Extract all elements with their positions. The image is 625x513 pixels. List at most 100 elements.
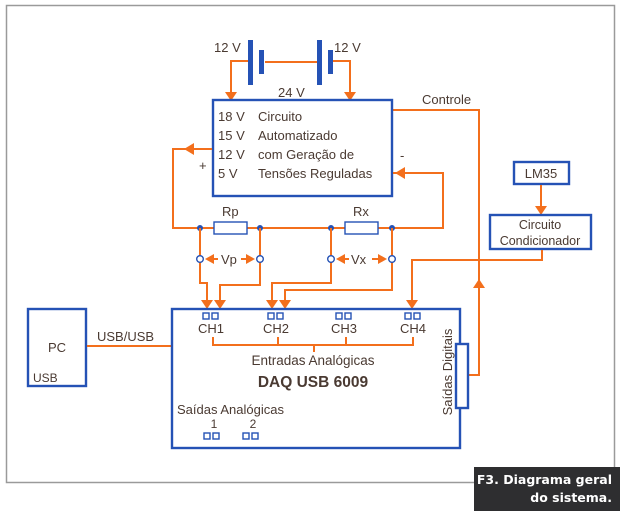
daq-box (170, 307, 462, 450)
pc-block: PC USB USB/USB (26, 307, 172, 388)
regulator-text-1: Circuito (258, 109, 302, 124)
control-wire (393, 109, 480, 376)
conditioner-line2: Condicionador (500, 234, 581, 248)
resistor-network: Rp Rx Vp Vx (195, 204, 397, 303)
analog-output-2-number: 2 (250, 417, 257, 431)
arrow-ch2-b (279, 300, 291, 309)
battery-right-long-plate (317, 40, 322, 85)
vp-label: Vp (221, 252, 237, 267)
battery-pack: 12 V 12 V 24 V (214, 40, 361, 101)
channel-label-ch3: CH3 (331, 321, 357, 336)
arrow-ch4 (406, 300, 418, 309)
ch1-probe-a-wire (199, 228, 208, 303)
ch2-pin-b (276, 312, 284, 320)
pc-box (26, 307, 88, 388)
ao1-pin-a (203, 432, 211, 440)
battery-right-short-plate (328, 50, 333, 74)
regulator-voltage-1: 18 V (218, 109, 245, 124)
control-label: Controle (422, 92, 471, 107)
regulator-text-4: Tensões Reguladas (258, 166, 373, 181)
arrow-ch1-b (214, 300, 226, 309)
battery-total-label: 24 V (278, 85, 305, 100)
digital-outputs-label: Saídas Digitais (440, 328, 455, 415)
ch1-pins (202, 312, 219, 320)
ch3-pin-b (344, 312, 352, 320)
ch2-probe-a-wire (271, 228, 332, 303)
daq-title: DAQ USB 6009 (258, 374, 369, 391)
arrow-vp-left (205, 254, 214, 264)
ao2-pin-a (242, 432, 250, 440)
arrow-vx-right (378, 254, 387, 264)
channel-label-ch4: CH4 (400, 321, 426, 336)
minus-terminal-label: - (400, 148, 404, 163)
arrow-vp-right (246, 254, 255, 264)
ao2-pin-b (251, 432, 259, 440)
vx-label: Vx (351, 252, 367, 267)
sensor-chain: LM35 Circuito Condicionador (411, 160, 593, 303)
analog-output-2-pins (242, 432, 259, 440)
regulator-voltage-3: 12 V (218, 147, 245, 162)
battery-left-label: 12 V (214, 40, 241, 55)
lm35-label: LM35 (525, 166, 558, 181)
ch3-pin-a (335, 312, 343, 320)
battery-right-label: 12 V (334, 40, 361, 55)
figure-frame (5, 4, 616, 484)
daq-block: CH1 CH2 CH3 CH4 Entradas Analógicas DAQ … (170, 307, 470, 450)
arrow-lm35-down (535, 206, 547, 215)
ch3-pins (335, 312, 352, 320)
arrow-control-up (473, 279, 485, 288)
rp-label: Rp (222, 204, 239, 219)
caption-line-1: F3. Diagrama geral (476, 472, 612, 487)
analog-inputs-label: Entradas Analógicas (251, 353, 374, 368)
analog-output-1-number: 1 (211, 417, 218, 431)
pc-title: PC (48, 340, 66, 355)
arrow-vx-left (336, 254, 345, 264)
conditioner-line1: Circuito (519, 218, 561, 232)
vx-probe-left (327, 254, 336, 263)
battery-left-wire (230, 60, 248, 95)
ch4-pin-a (404, 312, 412, 320)
vx-probe-right (388, 254, 397, 263)
ch1-pin-b (211, 312, 219, 320)
regulator-block: 18 V Circuito 15 V Automatizado 12 V com… (199, 98, 404, 198)
ch2-pin-a (267, 312, 275, 320)
lm35-box (512, 160, 571, 186)
regulator-text-2: Automatizado (258, 128, 338, 143)
resistor-rx (344, 221, 379, 235)
regulator-rows: 18 V Circuito 15 V Automatizado 12 V com… (218, 109, 373, 181)
ch2-pins (267, 312, 284, 320)
minus-wire (393, 172, 444, 229)
battery-left-short-plate (259, 50, 264, 74)
caption-line-2: do sistema. (530, 490, 612, 505)
arrow-battery-left (225, 92, 237, 101)
plus-terminal-label: + (199, 158, 207, 173)
analog-outputs-label: Saídas Analógicas (177, 402, 284, 417)
ch1-pin-a (202, 312, 210, 320)
arrow-minus-in (395, 167, 405, 179)
pc-usb-port-label: USB (33, 371, 58, 385)
conditioner-box (488, 213, 593, 251)
channel-label-ch1: CH1 (198, 321, 224, 336)
resistor-rp (213, 221, 248, 235)
regulator-box (211, 98, 394, 198)
rx-label: Rx (353, 204, 369, 219)
battery-right-wire (333, 60, 351, 95)
ch4-pins (404, 312, 421, 320)
arrow-ch2-a (266, 300, 278, 309)
arrow-ch1-a (201, 300, 213, 309)
channel-label-ch2: CH2 (263, 321, 289, 336)
analog-output-1-pins (203, 432, 220, 440)
ch4-pin-b (413, 312, 421, 320)
ch2-probe-b-wire (284, 228, 393, 303)
regulator-voltage-4: 5 V (218, 166, 238, 181)
vp-probe-left (195, 254, 204, 263)
arrow-plus-out (184, 143, 194, 155)
vp-probe-right (256, 254, 265, 263)
arrow-battery-right (344, 92, 356, 101)
usb-link-label: USB/USB (97, 329, 154, 344)
regulator-text-3: com Geração de (258, 147, 354, 162)
figure-caption: F3. Diagrama geral do sistema. (474, 467, 620, 511)
digital-output-connector (454, 342, 470, 410)
regulator-voltage-2: 15 V (218, 128, 245, 143)
